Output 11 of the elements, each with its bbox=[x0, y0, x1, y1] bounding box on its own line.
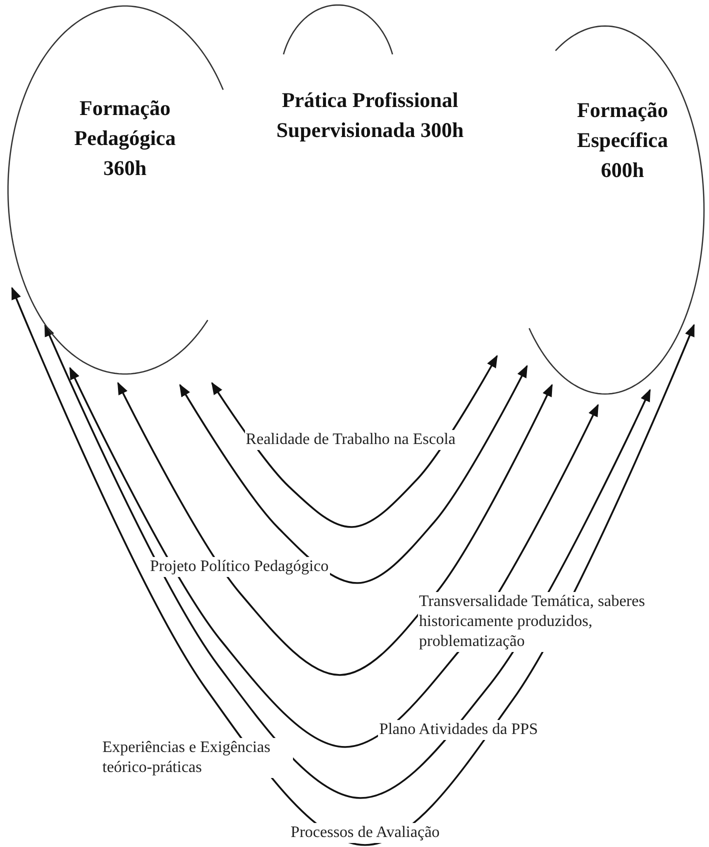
edge-label: Processos de Avaliação bbox=[290, 822, 441, 843]
edge-label: Plano Atividades da PPS bbox=[378, 720, 539, 740]
double-headed-arrow bbox=[179, 364, 528, 584]
edge-label: Realidade de Trabalho na Escola bbox=[244, 430, 457, 450]
node-title: Formação Pedagógica 360h bbox=[73, 95, 177, 182]
edge-label: Projeto Político Pedagógico bbox=[149, 557, 330, 578]
node-title: Prática Profissional Supervisionada 300h bbox=[275, 87, 465, 144]
double-headed-arrow bbox=[117, 382, 553, 676]
double-headed-arrow bbox=[211, 354, 498, 528]
node-title: Formação Específica 600h bbox=[576, 97, 669, 184]
edge-label: Experiências e Exigências teórico-práticas bbox=[101, 738, 294, 778]
